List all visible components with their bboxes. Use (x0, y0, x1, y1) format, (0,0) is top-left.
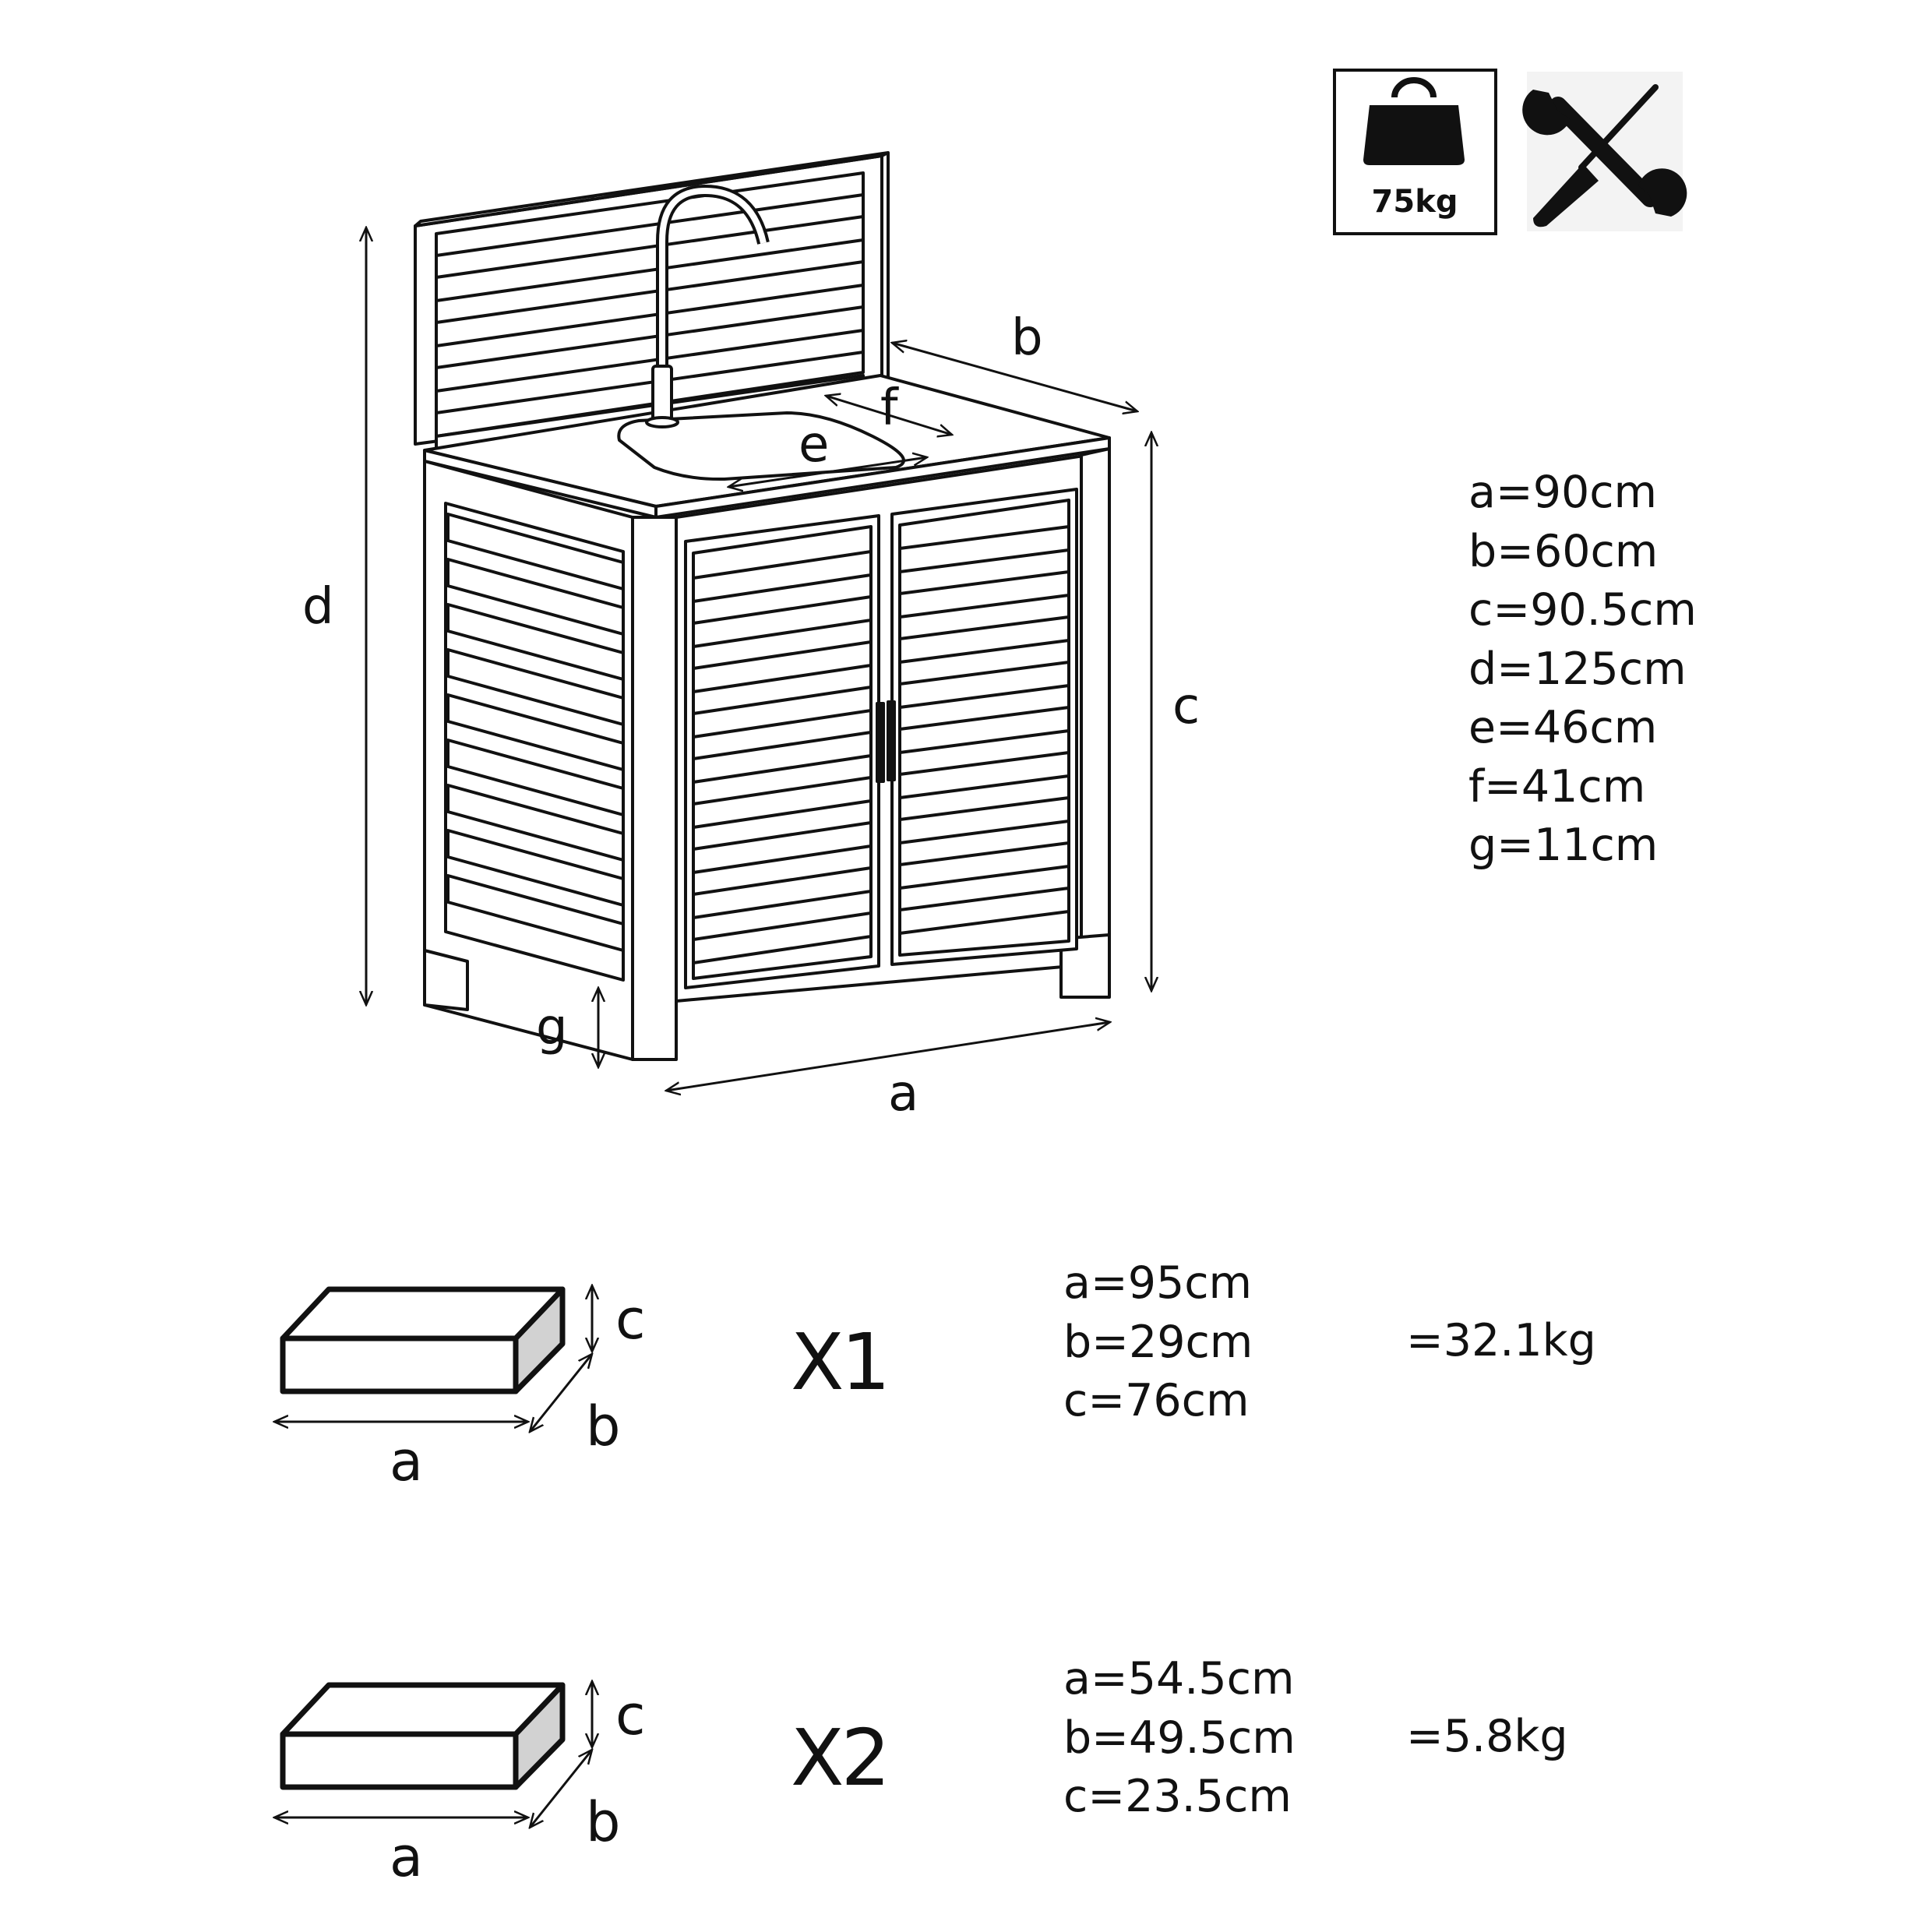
door-handle-right (887, 700, 896, 781)
package-box-1-dims (274, 1285, 592, 1432)
slat (898, 796, 1070, 844)
slat (446, 648, 625, 726)
package-1-spec-a: a=95cm (1063, 1257, 1253, 1309)
slat (898, 525, 1070, 573)
label-f: f (880, 379, 899, 437)
dim-e-arrow (728, 457, 927, 487)
package-2-spec-list: a=54.5cm b=49.5cm c=23.5cm (1063, 1650, 1296, 1827)
package-1-label-b: b (586, 1394, 620, 1458)
weight-icon (1363, 77, 1465, 165)
slat (898, 887, 1070, 935)
left-back-leg (423, 949, 469, 1011)
spec-c: c=90.5cm (1468, 584, 1697, 636)
slat (446, 784, 625, 862)
package-box-2-dims (274, 1681, 592, 1828)
package-2-spec-c: c=23.5cm (1063, 1771, 1292, 1822)
slat (692, 595, 873, 648)
slat (898, 661, 1070, 709)
label-d: d (302, 578, 334, 636)
package-2-weight: =5.8kg (1406, 1711, 1568, 1762)
label-b: b (1011, 309, 1043, 367)
product-spec-list: a=90cm b=60cm c=90.5cm d=125cm e=46cm f=… (1468, 464, 1697, 876)
package-box-1 (280, 1286, 566, 1394)
slat (446, 829, 625, 907)
slat (435, 329, 865, 414)
package-2-spec-a: a=54.5cm (1063, 1653, 1295, 1705)
slat (446, 513, 625, 591)
spec-d: d=125cm (1468, 643, 1687, 695)
slat (692, 866, 873, 919)
slat (692, 731, 873, 784)
package-1-spec-c: c=76cm (1063, 1375, 1250, 1426)
slat (898, 706, 1070, 754)
package-2-label-c: c (615, 1683, 646, 1747)
package-2-label-a: a (390, 1825, 423, 1889)
package-1-label-a: a (390, 1430, 423, 1493)
package-box-2 (280, 1682, 566, 1790)
weight-badge: 75kg (1333, 69, 1497, 235)
label-g: g (536, 999, 568, 1056)
spec-e: e=46cm (1468, 702, 1658, 753)
package-1-quantity: X1 (791, 1317, 890, 1408)
package-1-spec-b: b=29cm (1063, 1316, 1253, 1368)
left-front-leg (631, 516, 678, 1061)
slat (692, 550, 873, 603)
tools-crossed-icon (1522, 72, 1687, 231)
label-c: c (1172, 678, 1200, 735)
package-1-spec-list: a=95cm b=29cm c=76cm (1063, 1254, 1253, 1431)
package-2-label-b: b (586, 1790, 620, 1854)
faucet (645, 185, 770, 428)
package-2-quantity: X2 (791, 1712, 890, 1803)
right-front-leg (1080, 447, 1111, 996)
slat (692, 821, 873, 874)
label-a: a (888, 1065, 918, 1123)
slat (446, 739, 625, 816)
left-side-slats (446, 513, 625, 952)
slat (435, 284, 865, 369)
slat (446, 603, 625, 681)
slat (898, 751, 1070, 799)
slat (446, 693, 625, 771)
spec-a: a=90cm (1468, 467, 1658, 518)
slat (435, 238, 865, 324)
door-slats (692, 525, 1070, 964)
dimension-lines (366, 227, 1151, 1091)
slat (692, 776, 873, 829)
weight-badge-label: 75kg (1372, 184, 1458, 220)
dim-b-arrow (892, 343, 1137, 411)
dim-a-arrow (666, 1022, 1110, 1091)
spec-g: g=11cm (1468, 820, 1659, 871)
spec-f: f=41cm (1468, 760, 1646, 813)
dim-f-arrow (826, 396, 952, 435)
cabinet-drawing (414, 151, 1111, 1061)
slat (898, 615, 1070, 664)
slat (898, 841, 1070, 890)
spec-b: b=60cm (1468, 525, 1659, 577)
door-handle-left (876, 702, 885, 783)
slat (692, 640, 873, 693)
slat (692, 911, 873, 964)
slat (898, 570, 1070, 619)
package-1-label-c: c (615, 1288, 646, 1352)
package-2-spec-b: b=49.5cm (1063, 1712, 1296, 1764)
slat (446, 558, 625, 636)
label-e: e (799, 416, 829, 474)
package-1-weight: =32.1kg (1406, 1315, 1596, 1366)
slat (446, 874, 625, 952)
slat (692, 686, 873, 739)
